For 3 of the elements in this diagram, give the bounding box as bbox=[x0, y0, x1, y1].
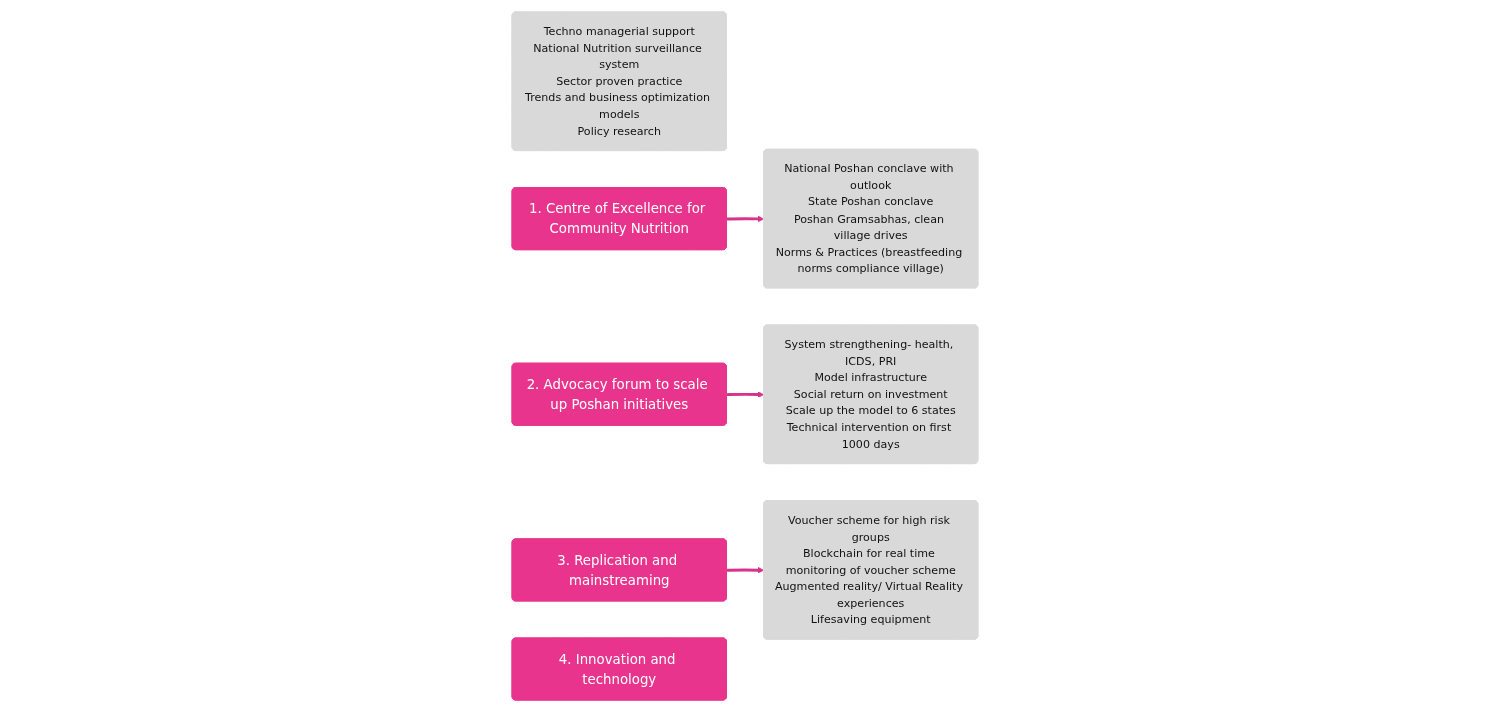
arrow bbox=[726, 215, 764, 223]
arrow bbox=[726, 566, 764, 574]
arrow bbox=[726, 391, 764, 398]
